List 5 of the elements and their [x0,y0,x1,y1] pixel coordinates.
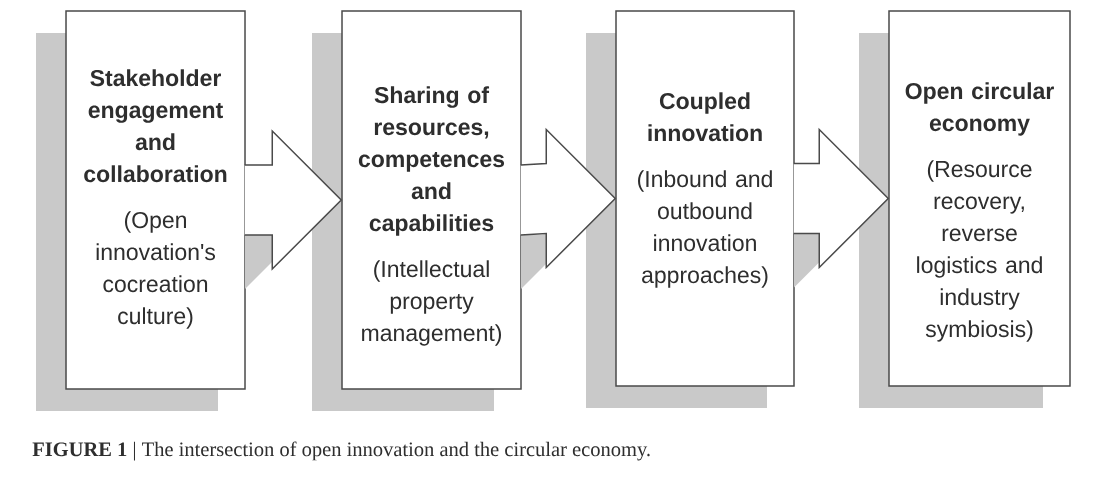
process-box: Stakeholder engagement and collaboration (Open innovation's cocreation culture) [36,10,246,411]
figure-caption: FIGURE 1 | The intersection of open innovation and the circular economy. [32,441,650,461]
process-box: Coupled innovation (Inbound and outbound innovation approaches) [586,10,795,408]
process-box: Sharing of resources, competences and capabilities (Intellectual property management) [312,10,522,411]
process-box: Open circular economy (Resource recovery, reverse logistics and industry symbiosis) [859,10,1071,408]
